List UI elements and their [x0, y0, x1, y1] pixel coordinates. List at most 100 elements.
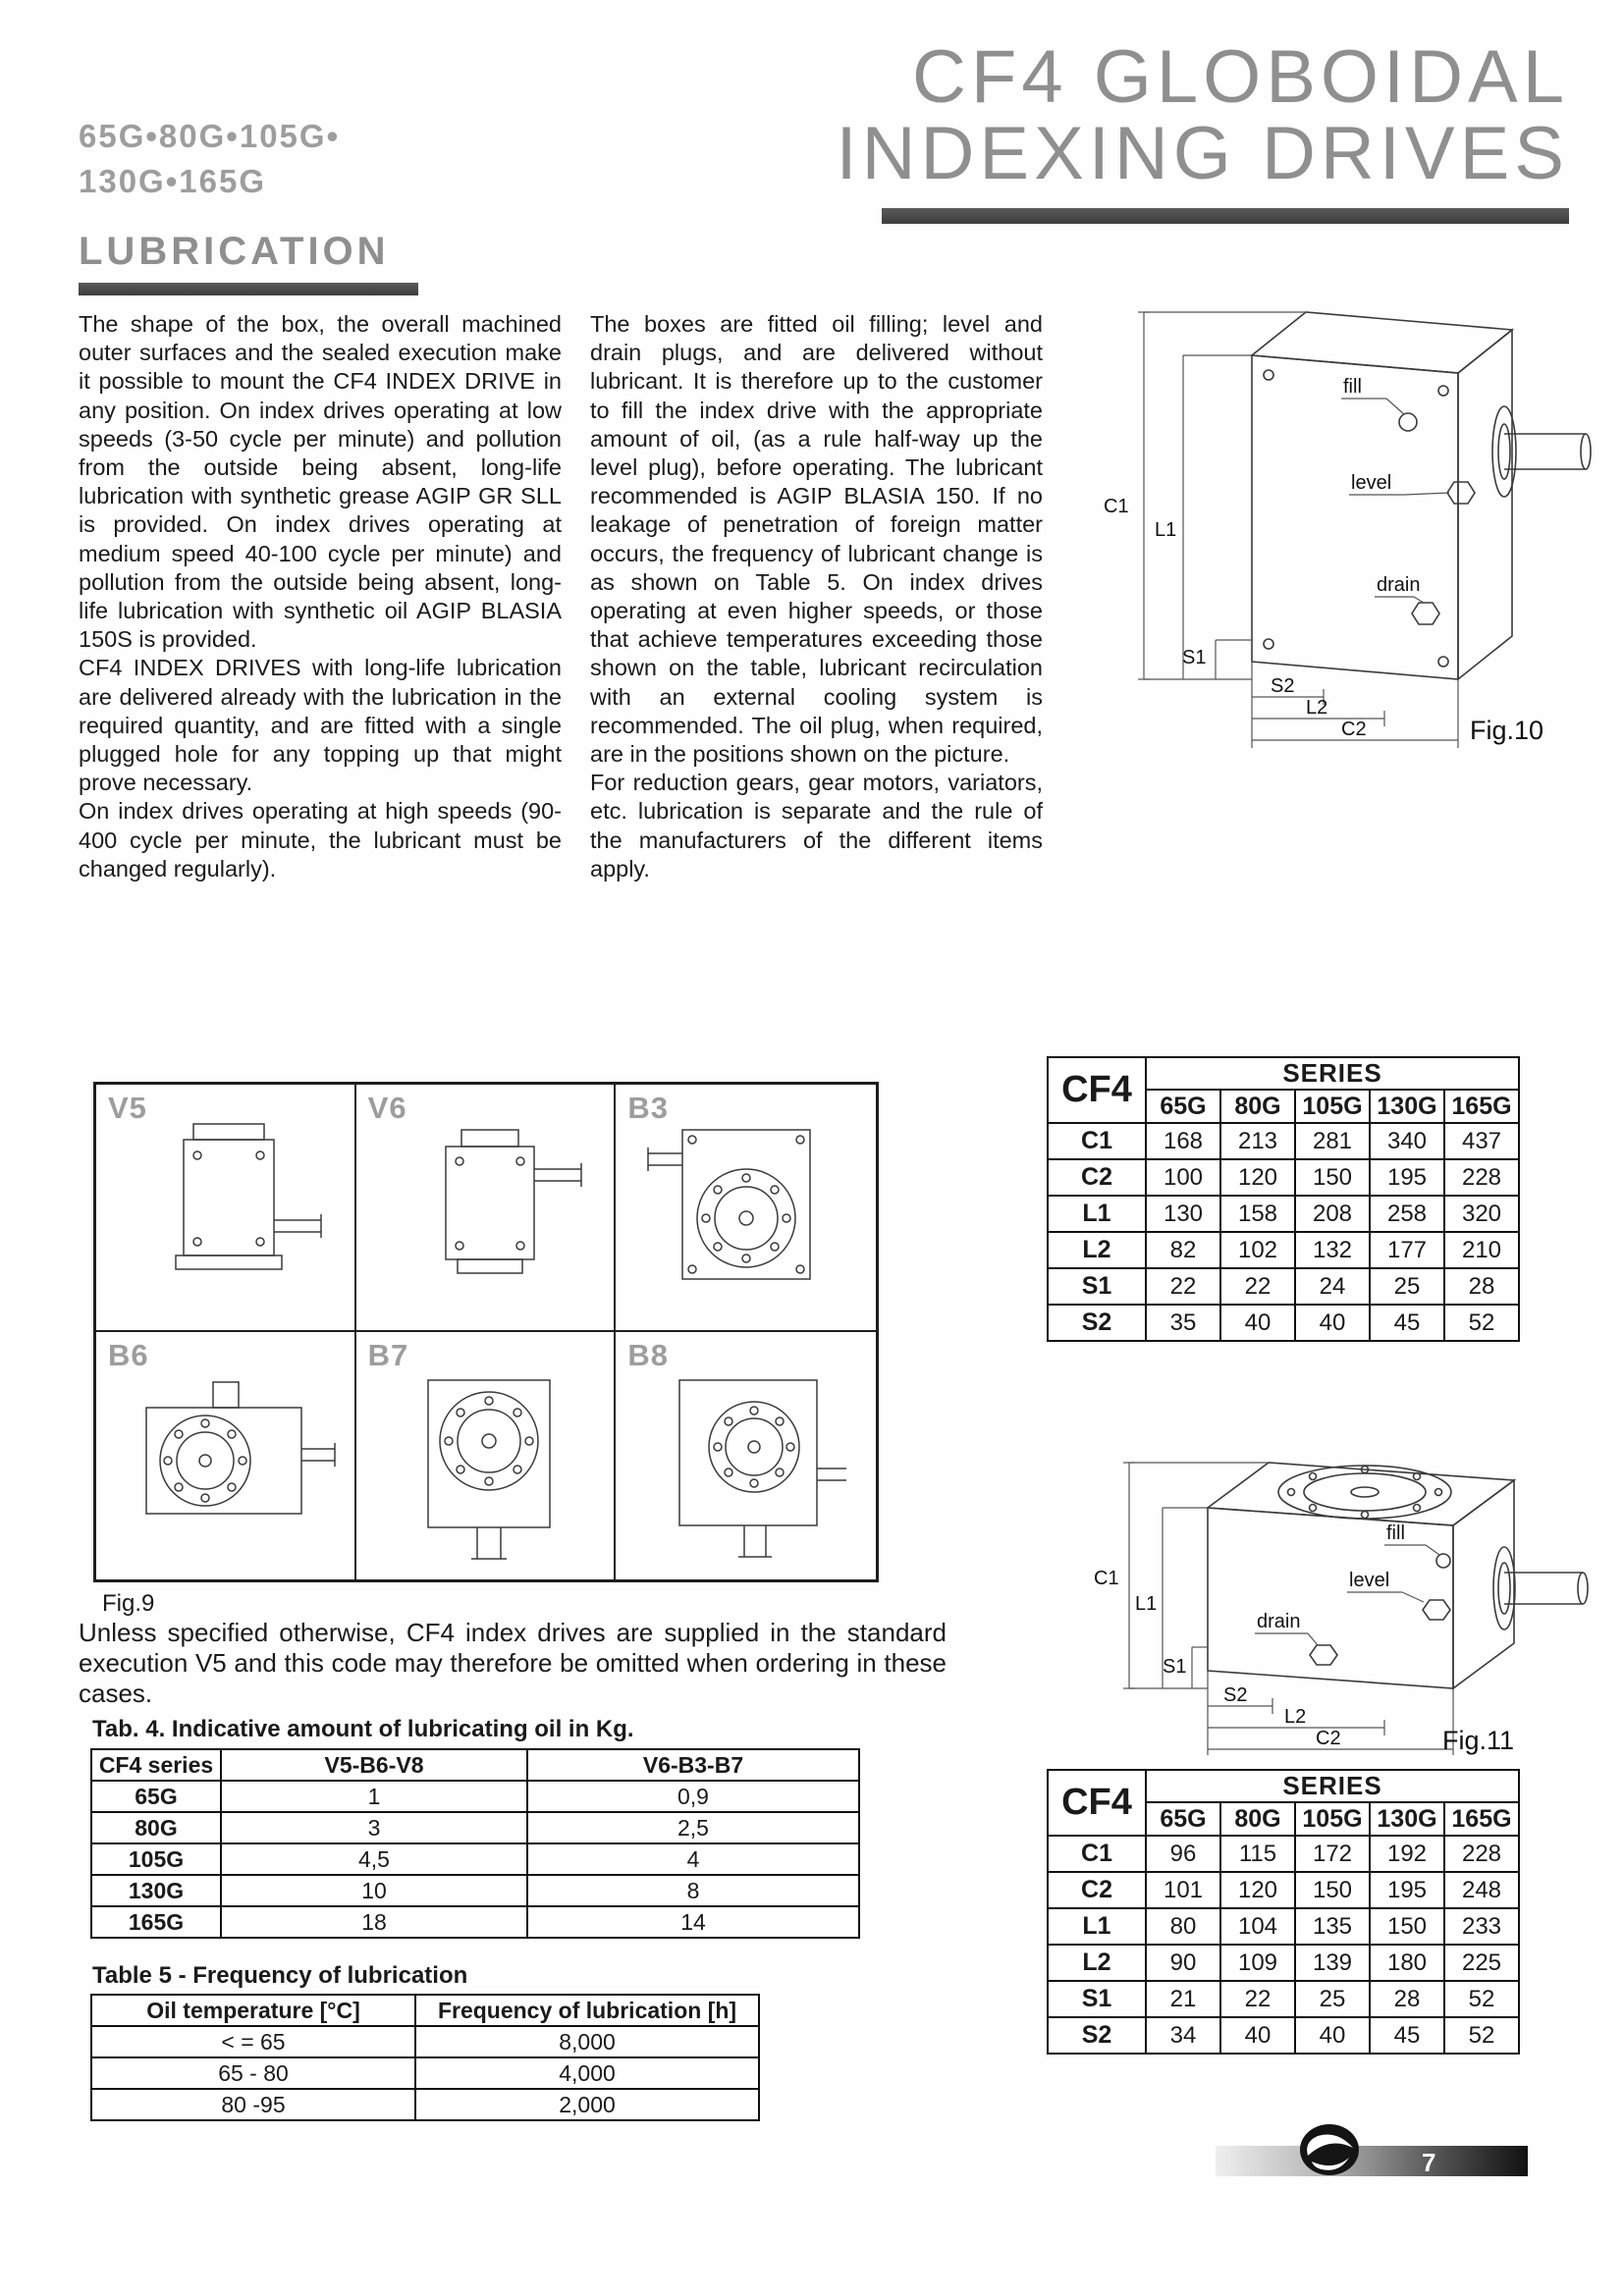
body-column-1: The shape of the box, the overall machin…: [79, 310, 562, 883]
mounting-b6-drawing: [145, 1380, 337, 1515]
dim-value: 132: [1294, 1231, 1371, 1269]
dim-value: 150: [1294, 1871, 1371, 1909]
paragraph: The boxes are fitted oil filling; level …: [590, 311, 1043, 768]
dim-row-label: L2: [1047, 1944, 1147, 1982]
fig10-level-label: level: [1351, 472, 1391, 494]
figure-10: fill level drain C1 L1 S1 S2 L2 C2 Fig.1…: [1060, 245, 1600, 756]
dim-value: 80: [1145, 1907, 1221, 1946]
dim-value: 22: [1219, 1980, 1296, 2018]
fig11-drawing: fill level drain C1 L1 S1 S2 L2 C2: [1094, 1462, 1589, 1755]
dim-table-series: SERIES: [1145, 1769, 1520, 1803]
model-codes: 65G•80G•105G• 130G•165G: [79, 114, 340, 203]
dim-row-label: C1: [1047, 1122, 1147, 1160]
table-row: C2 100 120 150 195 228: [1047, 1158, 1520, 1197]
dim-col-header: 65G: [1145, 1089, 1221, 1124]
dim-col-header: 130G: [1369, 1089, 1445, 1124]
dim-col-header: 105G: [1294, 1089, 1371, 1124]
dim-value: 24: [1294, 1267, 1371, 1306]
ordering-note: Unless specified otherwise, CF4 index dr…: [79, 1618, 947, 1708]
dim-value: 258: [1369, 1195, 1445, 1233]
dim-value: 195: [1369, 1871, 1445, 1909]
dim-value: 115: [1219, 1835, 1296, 1873]
dim-row-label: L1: [1047, 1195, 1147, 1233]
dim-value: 104: [1219, 1907, 1296, 1946]
table-row: S1 22 22 24 25 28: [1047, 1267, 1520, 1306]
table4-caption: Tab. 4. Indicative amount of lubricating…: [92, 1716, 634, 1742]
table-row: 80G 3 2,5: [90, 1811, 860, 1844]
dim-value: 120: [1219, 1158, 1296, 1197]
dim-value: 340: [1369, 1122, 1445, 1160]
dim-value: 158: [1219, 1195, 1296, 1233]
dim-value: 208: [1294, 1195, 1371, 1233]
brand-logo-icon: [1300, 2124, 1359, 2175]
dim-col-header: 80G: [1219, 1089, 1296, 1124]
dim-value: 225: [1443, 1944, 1520, 1982]
dim-col-header: 105G: [1294, 1801, 1371, 1837]
title-rule: [882, 208, 1569, 224]
dim-value: 210: [1443, 1231, 1520, 1269]
fig9-cell-b3: B3: [616, 1085, 876, 1332]
dim-value: 25: [1369, 1267, 1445, 1306]
dim-value: 82: [1145, 1231, 1221, 1269]
fig9-cell-v5: V5: [96, 1085, 356, 1332]
dim-row-label: L2: [1047, 1231, 1147, 1269]
fig11-dim-s1: S1: [1163, 1656, 1186, 1678]
footer-gradient-bar: [1216, 2146, 1528, 2176]
table-row: 130G 10 8: [90, 1874, 860, 1907]
mounting-b7-drawing: [427, 1378, 551, 1560]
dim-value: 120: [1219, 1871, 1296, 1909]
value-cell: 2,5: [526, 1811, 860, 1844]
table4-header: V6-B3-B7: [526, 1748, 860, 1782]
fig9-cell-label: V6: [367, 1091, 407, 1125]
table4-header: CF4 series: [90, 1748, 222, 1782]
dim-value: 150: [1369, 1907, 1445, 1946]
mounting-v5-drawing: [175, 1122, 323, 1270]
mounting-b3-drawing: [646, 1128, 811, 1280]
fig11-dim-s2: S2: [1223, 1684, 1247, 1706]
dim-value: 45: [1369, 2016, 1445, 2055]
dim-value: 96: [1145, 1835, 1221, 1873]
fig9-cell-b7: B7: [356, 1332, 617, 1579]
value-cell: 8: [526, 1874, 860, 1907]
dim-row-label: S2: [1047, 2016, 1147, 2055]
dim-value: 25: [1294, 1980, 1371, 2018]
fig11-level-label: level: [1349, 1570, 1389, 1591]
fig9-cell-b8: B8: [616, 1332, 876, 1579]
table-header-row: CF4 series V5-B6-V8 V6-B3-B7: [90, 1748, 860, 1782]
dim-col-header: 165G: [1443, 1801, 1520, 1837]
table-row: < = 65 8,000: [90, 2025, 760, 2058]
dim-row-label: S1: [1047, 1980, 1147, 2018]
page-title: CF4 GLOBOIDAL INDEXING DRIVES: [837, 38, 1569, 193]
dim-value: 40: [1294, 1304, 1371, 1342]
dim-value: 192: [1369, 1835, 1445, 1873]
mounting-v6-drawing: [445, 1128, 582, 1274]
dim-col-header: 65G: [1145, 1801, 1221, 1837]
table-row: S1 21 22 25 28 52: [1047, 1980, 1520, 2018]
fig10-dim-c1: C1: [1104, 496, 1129, 517]
fig9-caption: Fig.9: [102, 1590, 155, 1617]
fig11-dim-c2: C2: [1316, 1728, 1341, 1749]
frequency-cell: 4,000: [414, 2056, 760, 2090]
dim-value: 40: [1294, 2016, 1371, 2055]
dim-value: 40: [1219, 1304, 1296, 1342]
dim-value: 90: [1145, 1944, 1221, 1982]
value-cell: 14: [526, 1905, 860, 1939]
fig10-dim-l1: L1: [1155, 519, 1176, 541]
table5-header: Frequency of lubrication [h]: [414, 1994, 760, 2027]
dim-value: 28: [1443, 1267, 1520, 1306]
dim-value: 168: [1145, 1122, 1221, 1160]
value-cell: 18: [220, 1905, 528, 1939]
value-cell: 3: [220, 1811, 528, 1844]
dim-value: 52: [1443, 1980, 1520, 2018]
dim-row-label: L1: [1047, 1907, 1147, 1946]
dim-table-corner: CF4: [1047, 1056, 1147, 1124]
model-codes-line1: 65G•80G•105G•: [79, 118, 341, 154]
table-row: S2 35 40 40 45 52: [1047, 1304, 1520, 1342]
table-row: C1 168 213 281 340 437: [1047, 1122, 1520, 1160]
dim-value: 22: [1219, 1267, 1296, 1306]
dim-value: 195: [1369, 1158, 1445, 1197]
dim-value: 172: [1294, 1835, 1371, 1873]
dim-value: 135: [1294, 1907, 1371, 1946]
table-row: 105G 4,5 4: [90, 1842, 860, 1876]
dim-table-series: SERIES: [1145, 1056, 1520, 1091]
